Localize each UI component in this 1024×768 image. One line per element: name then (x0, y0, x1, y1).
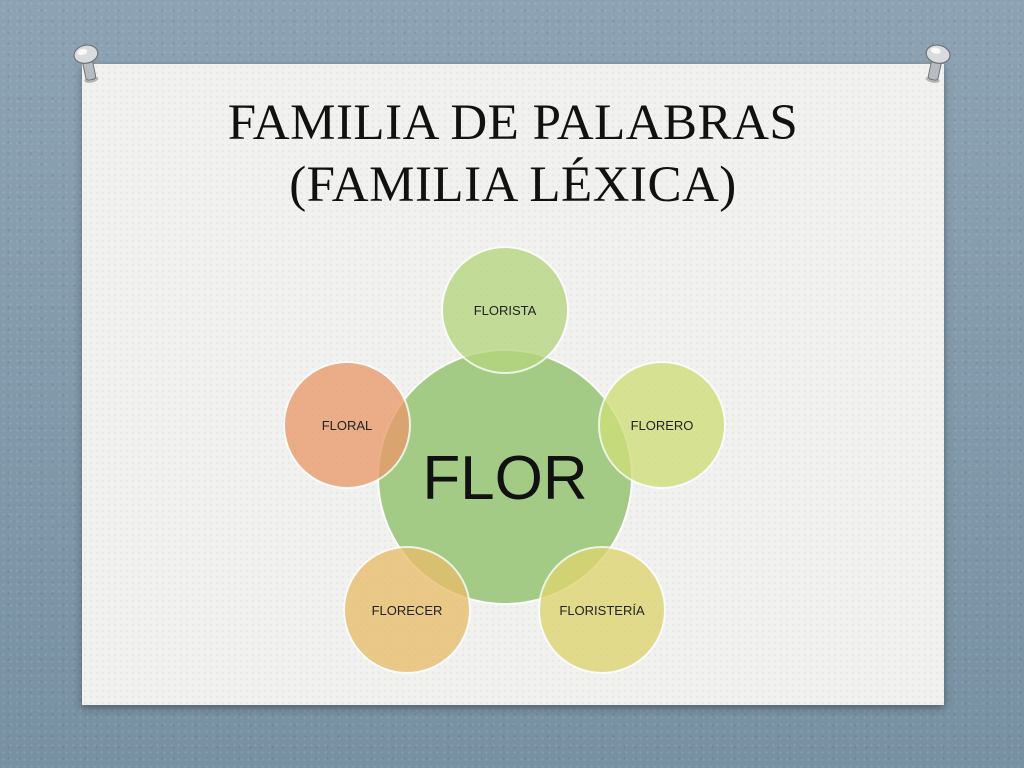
title-line-2: (FAMILIA LÉXICA) (289, 157, 737, 213)
node-label-floral: FLORAL (322, 418, 373, 433)
node-label-florecer: FLORECER (372, 603, 443, 618)
node-florecer: FLORECER (343, 546, 471, 674)
slide-title: FAMILIA DE PALABRAS (FAMILIA LÉXICA) (82, 92, 944, 216)
node-circle-florista (441, 246, 569, 374)
node-circle-floristeria (538, 546, 666, 674)
node-label-florista: FLORISTA (474, 303, 537, 318)
center-node: FLOR (377, 349, 633, 605)
title-line-1: FAMILIA DE PALABRAS (227, 95, 799, 151)
node-floral: FLORAL (283, 361, 411, 489)
pushpin-right-icon (925, 44, 951, 83)
node-circle-floral (283, 361, 411, 489)
node-circle-florecer (343, 546, 471, 674)
node-label-floristeria: FLORISTERÍA (559, 603, 645, 618)
node-florero: FLORERO (598, 361, 726, 489)
node-label-florero: FLORERO (631, 418, 694, 433)
center-label: FLOR (422, 444, 587, 513)
node-circle-florero (598, 361, 726, 489)
pushpin-left-icon (73, 44, 99, 83)
node-floristeria: FLORISTERÍA (538, 546, 666, 674)
node-florista: FLORISTA (441, 246, 569, 374)
